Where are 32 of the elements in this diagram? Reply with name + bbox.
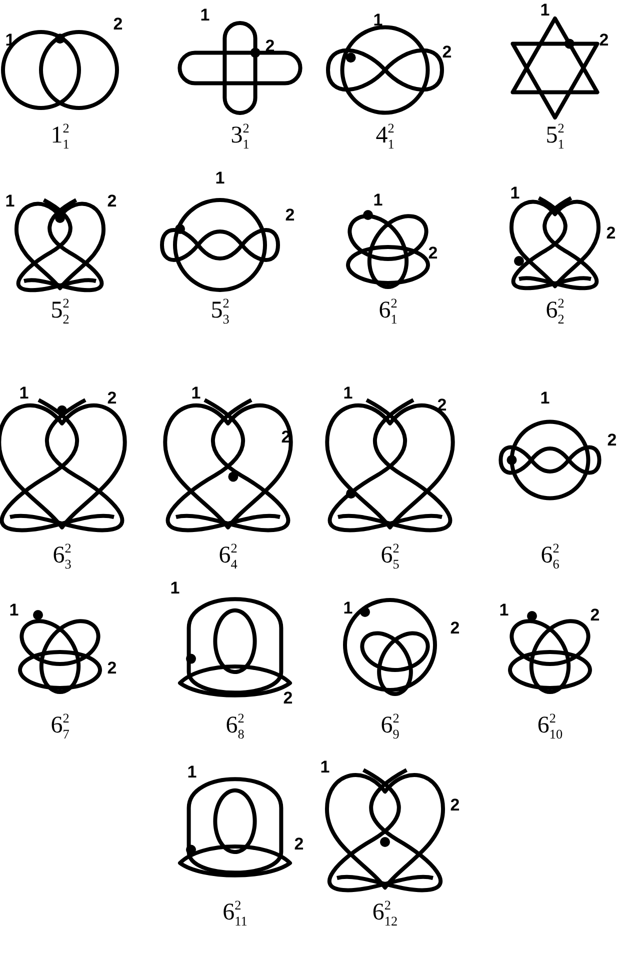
component-number: 1 [540,390,550,406]
component-number: 2 [294,836,304,852]
component-number: 2 [285,206,295,224]
component-number: 1 [5,192,15,210]
component-number: 1 [170,580,180,596]
component-number: 2 [107,390,117,406]
component-number: 1 [215,170,225,186]
component-number: 2 [442,44,452,60]
component-number: 2 [428,244,438,262]
component-number: 2 [107,192,117,210]
component-number: 1 [320,758,330,776]
component-number: 2 [113,16,123,32]
component-number: 1 [187,764,197,780]
component-number: 2 [607,432,617,448]
component-number: 1 [540,2,550,18]
component-number: 1 [373,12,383,28]
component-number: 2 [606,224,616,242]
component-number: 2 [450,620,460,636]
component-number: 2 [599,32,609,48]
component-number: 1 [343,384,353,402]
component-number: 1 [191,384,201,402]
component-number: 1 [373,192,383,208]
component-number: 2 [590,606,600,624]
component-number: 1 [343,600,353,616]
component-number: 1 [9,602,19,618]
component-number: 1 [499,602,509,618]
component-number: 1 [510,184,520,202]
component-number: 2 [450,796,460,814]
component-number: 1 [200,6,210,24]
component-number: 2 [283,690,293,706]
component-number: 2 [107,660,117,676]
component-number: 1 [19,384,29,402]
